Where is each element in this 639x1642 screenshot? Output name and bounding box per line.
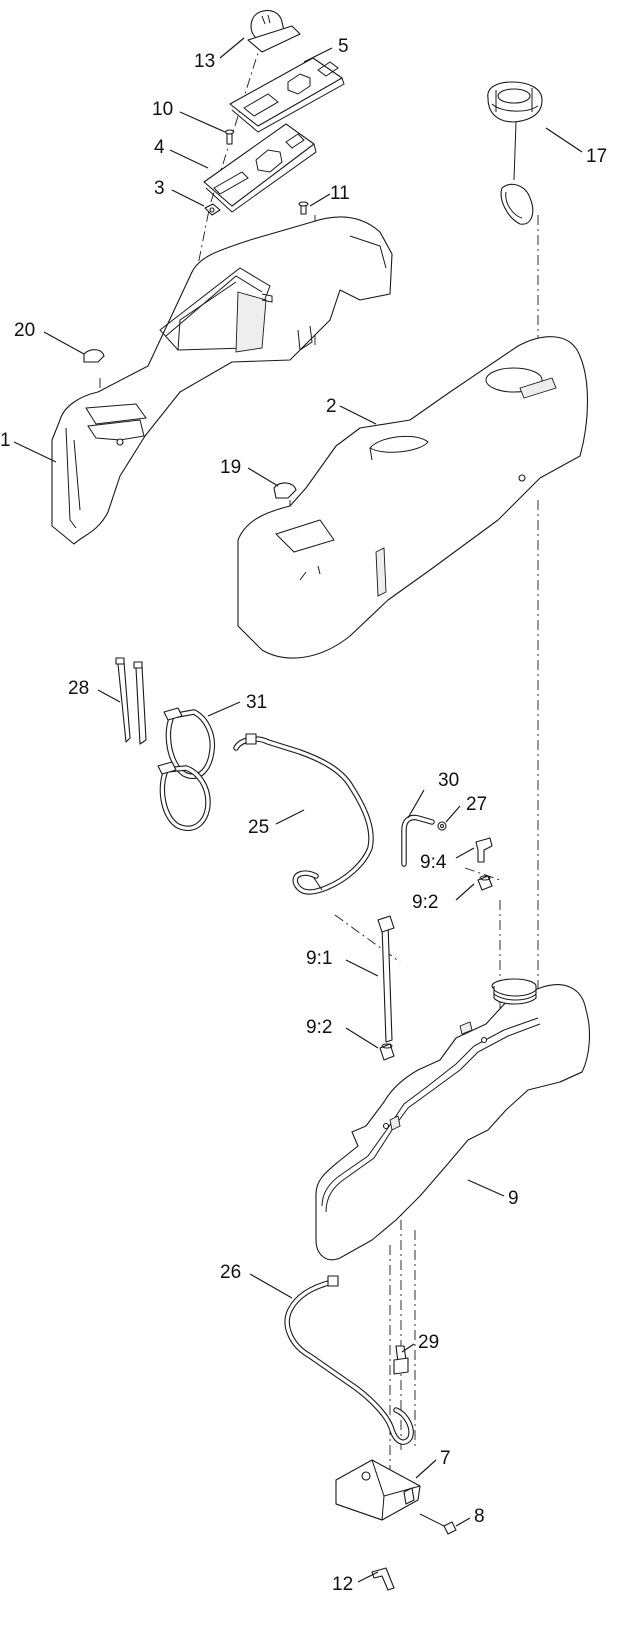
part-13-knob — [247, 9, 301, 53]
part-29-fitting — [393, 1345, 409, 1375]
callout-2: 2 — [326, 396, 337, 417]
leader-lines — [13, 37, 583, 1583]
part-3-clip-nut — [204, 203, 221, 216]
callout-4: 4 — [154, 137, 165, 158]
part-11-screw — [298, 201, 309, 215]
callout-25: 25 — [248, 817, 269, 838]
callout-12: 12 — [332, 1574, 353, 1595]
callout-26: 26 — [220, 1262, 241, 1283]
callout-28: 28 — [68, 678, 89, 699]
callout-17: 17 — [586, 146, 607, 167]
part-26-fuel-line — [284, 1275, 414, 1445]
callout-9-1: 9:1 — [306, 948, 332, 969]
callout-20: 20 — [14, 320, 35, 341]
part-8-bolt — [419, 1513, 457, 1535]
callout-labels: 13 5 10 4 3 11 17 20 2 1 19 28 31 30 27 … — [0, 36, 607, 1595]
callout-29: 29 — [418, 1332, 439, 1353]
callout-3: 3 — [154, 178, 165, 199]
part-31-hose-clamps — [157, 707, 216, 831]
part-25-fuel-hose — [233, 733, 374, 895]
part-2-rear-body — [237, 336, 588, 659]
part-5-cover-plate — [229, 57, 345, 133]
callout-9: 9 — [508, 1188, 519, 1209]
callout-10: 10 — [152, 99, 173, 120]
part-9-fuel-tank — [315, 978, 590, 1261]
part-10-screw — [224, 129, 235, 145]
callout-1: 1 — [0, 430, 11, 451]
part-9-1-pickup-tube — [377, 915, 395, 1043]
callout-19: 19 — [220, 457, 241, 478]
part-7-bracket — [335, 1459, 421, 1521]
callout-13: 13 — [194, 51, 215, 72]
callout-31: 31 — [246, 692, 267, 713]
part-9-2-grommet-lower — [379, 1043, 395, 1061]
callout-9-4: 9:4 — [420, 852, 447, 873]
part-30-vent-hose — [401, 814, 435, 867]
part-20-decal — [83, 349, 105, 363]
part-17-fuel-cap — [487, 81, 543, 225]
callout-8: 8 — [474, 1506, 485, 1527]
callout-27: 27 — [466, 794, 487, 815]
callout-5: 5 — [338, 36, 349, 57]
part-28-cable-ties — [115, 657, 147, 745]
part-9-4-elbow-fitting — [475, 837, 493, 863]
callout-9-2-lower: 9:2 — [306, 1017, 332, 1038]
callout-7: 7 — [440, 1448, 451, 1469]
part-9-2-grommet-upper — [477, 875, 493, 891]
part-4-mounting-plate — [203, 123, 317, 213]
part-27-clamp — [437, 821, 447, 831]
part-1-console-housing — [51, 216, 393, 545]
part-12-clip — [371, 1567, 395, 1591]
callout-9-2-upper: 9:2 — [412, 892, 438, 913]
callout-11: 11 — [330, 183, 350, 204]
callout-30: 30 — [438, 770, 459, 791]
